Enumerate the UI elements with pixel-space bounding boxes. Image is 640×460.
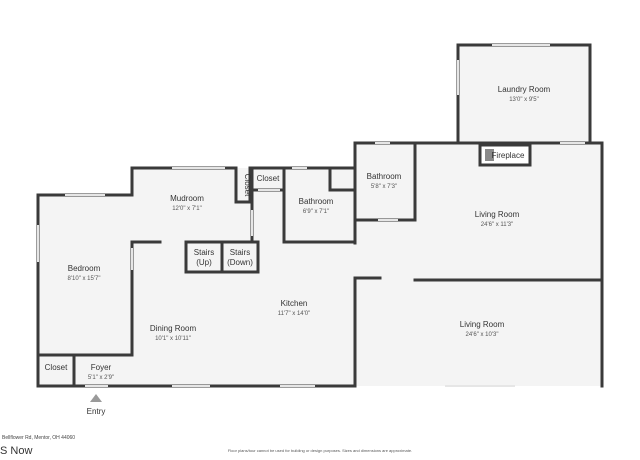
bathroom-mid-dims: 6'9" x 7'1": [303, 209, 329, 215]
windows: [37, 44, 585, 387]
bedroom-name: Bedroom: [68, 264, 101, 273]
stairs-up-label-1: Stairs: [194, 248, 214, 257]
footer-address: Bellflower Rd, Mentor, OH 44060: [2, 435, 75, 441]
stairs-down-label-1: Stairs: [230, 248, 250, 257]
closet-foyer-label: Closet: [45, 363, 68, 372]
entry-label: Entry: [87, 407, 106, 416]
fireplace-label: Fireplace: [492, 151, 525, 160]
fireplace-hatch: [485, 149, 494, 161]
living-room-upper-dims: 24'6" x 11'3": [481, 222, 513, 228]
stairs-down-label-2: (Down): [227, 258, 253, 267]
dining-room-name: Dining Room: [150, 324, 197, 333]
brand-logo-text: S Now: [0, 445, 32, 457]
footer-disclaimer: Floor plans/tour cannot be used for buil…: [228, 448, 412, 453]
closet-top-label: Closet: [257, 174, 280, 183]
bathroom-right-dims: 5'8" x 7'3": [371, 184, 397, 190]
living-room-upper-name: Living Room: [475, 210, 520, 219]
mudroom-dims: 12'0" x 7'1": [172, 206, 202, 212]
closet-mudroom-label: Closet: [243, 174, 252, 197]
living-room-lower-name: Living Room: [460, 320, 505, 329]
foyer-name: Foyer: [91, 363, 112, 372]
kitchen-dims: 11'7" x 14'0": [278, 311, 310, 317]
living-room-lower-dims: 24'6" x 10'3": [466, 332, 499, 338]
entry-arrow-icon: [90, 394, 102, 402]
kitchen-name: Kitchen: [281, 299, 308, 308]
bathroom-right-name: Bathroom: [367, 172, 402, 181]
mudroom-name: Mudroom: [170, 194, 204, 203]
dining-room-dims: 10'1" x 10'11": [155, 336, 191, 342]
stairs-up-label-2: (Up): [196, 258, 212, 267]
laundry-room-dims: 13'0" x 9'5": [509, 97, 539, 103]
foyer-dims: 5'1" x 2'9": [88, 375, 114, 381]
bedroom-dims: 8'10" x 15'7": [68, 276, 101, 282]
floor-fills: [38, 46, 602, 386]
laundry-room-name: Laundry Room: [498, 85, 551, 94]
bathroom-mid-name: Bathroom: [299, 197, 334, 206]
